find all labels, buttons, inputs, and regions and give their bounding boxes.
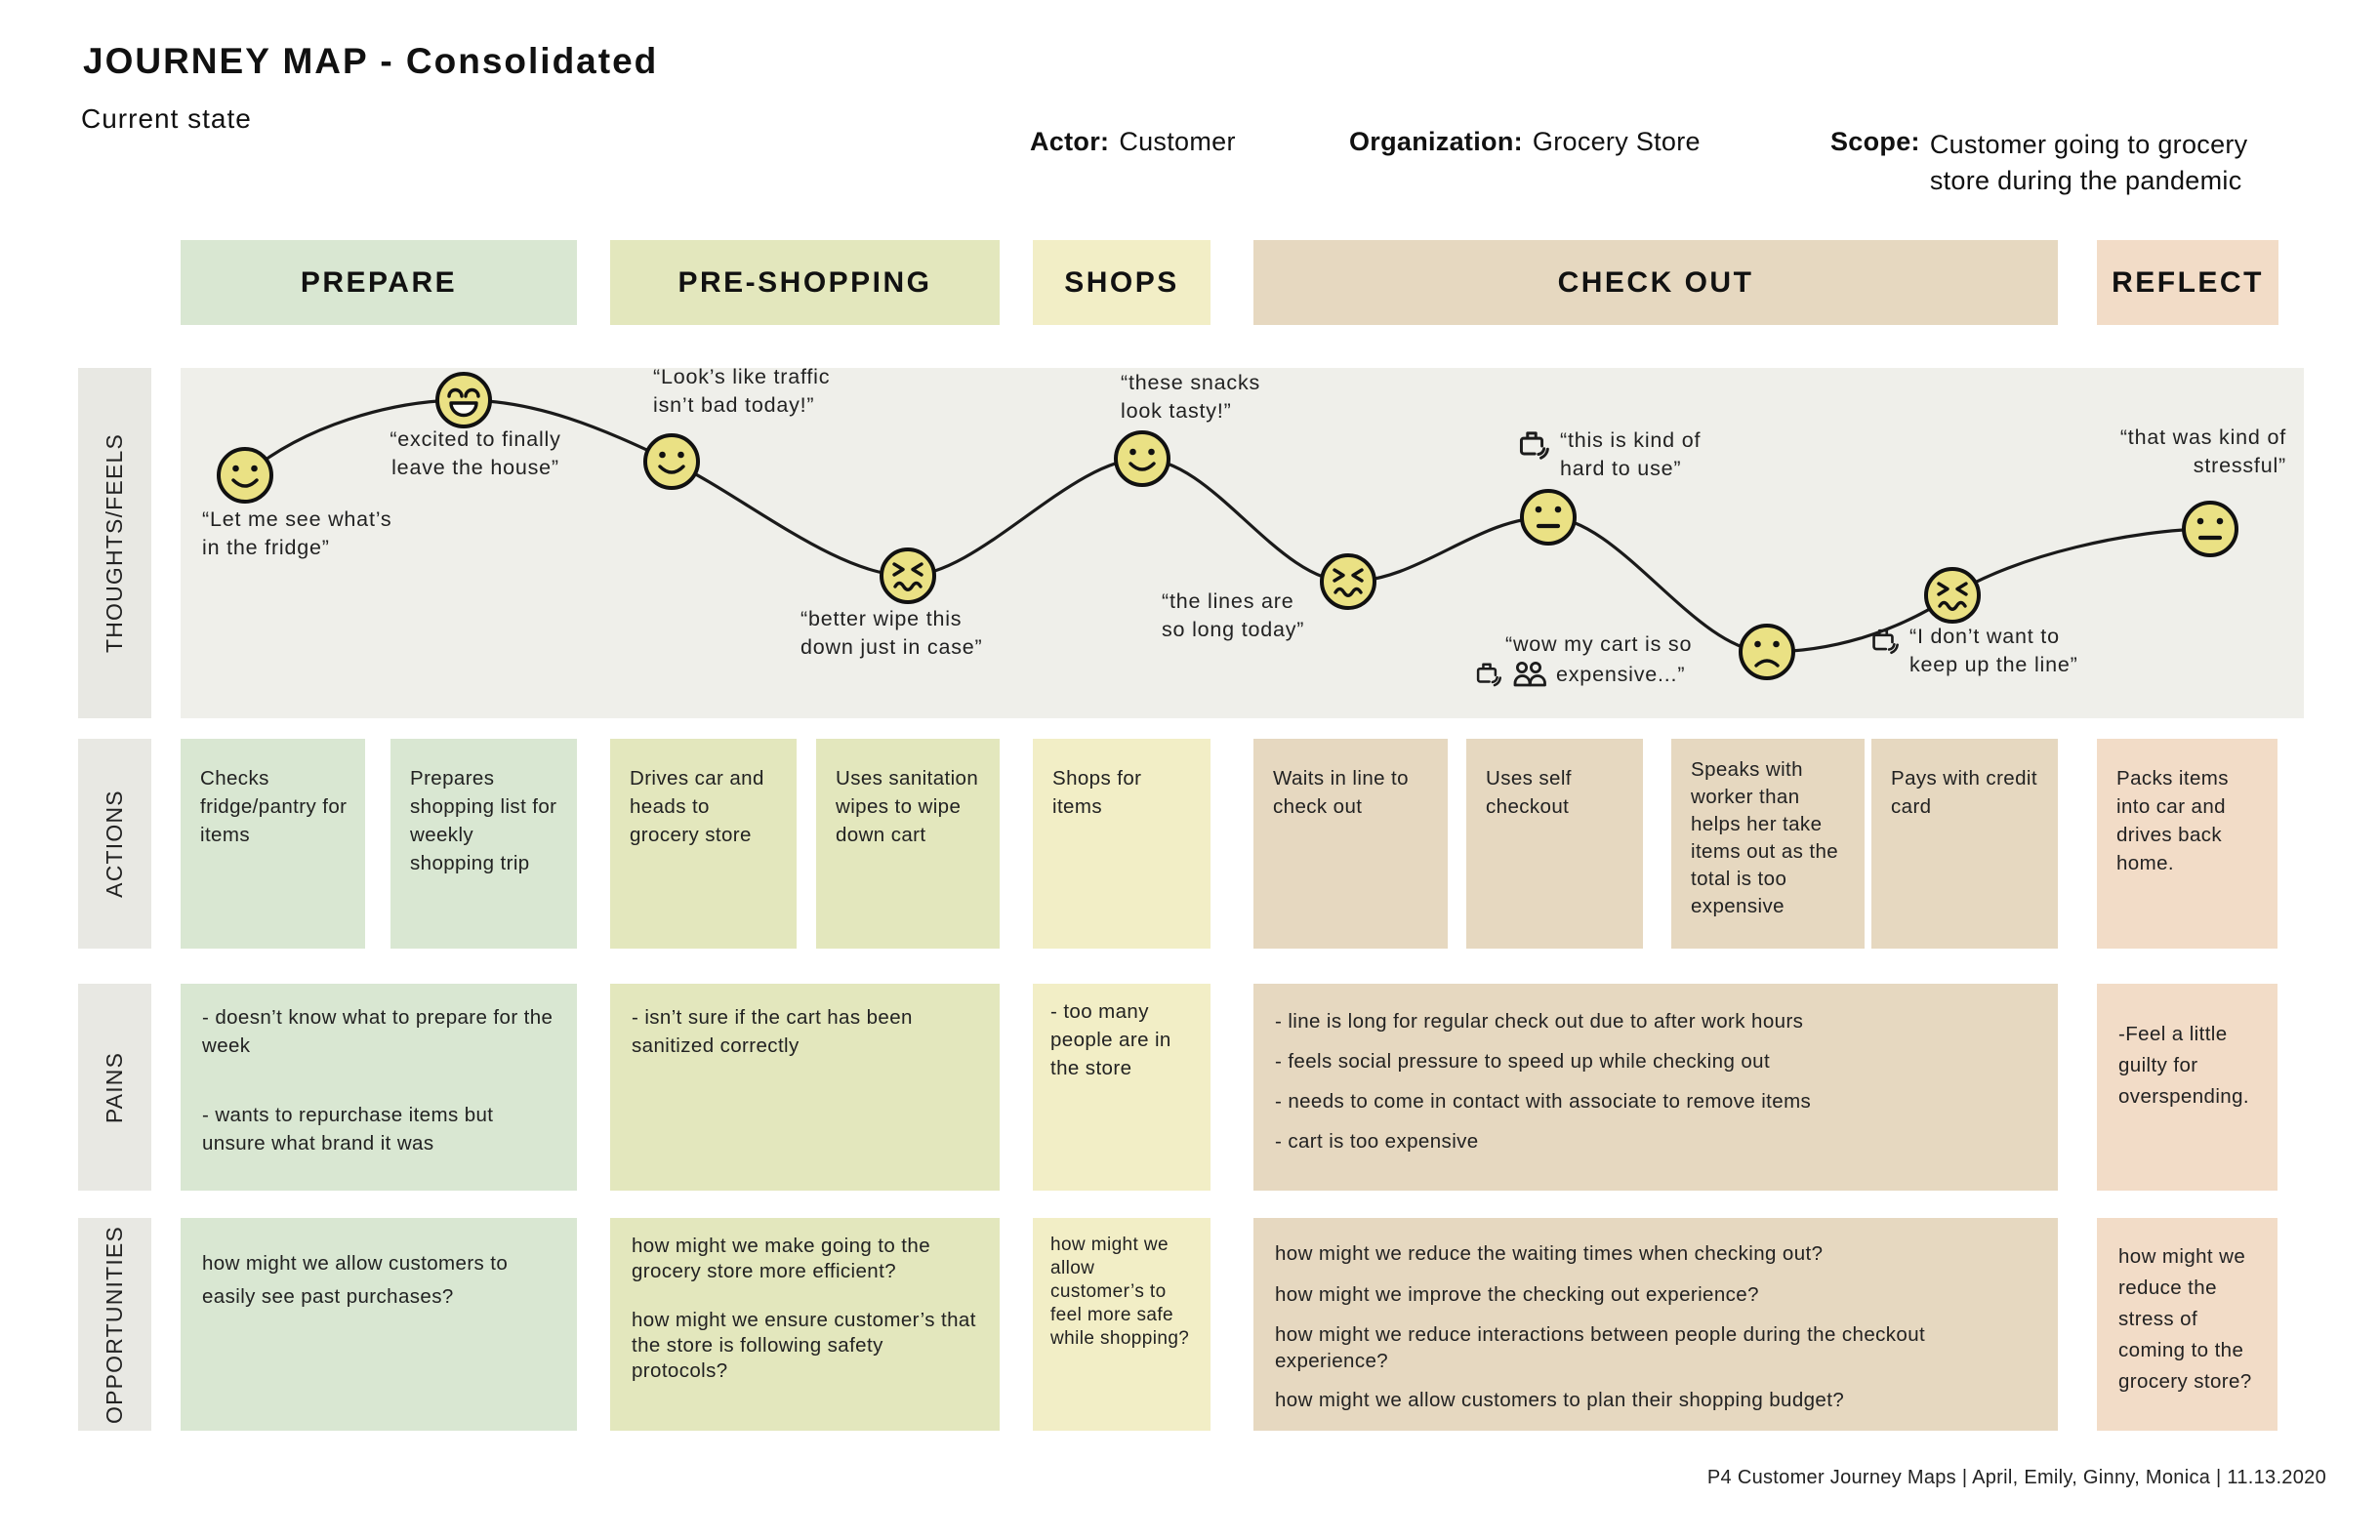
- emotion-face-grimace: [880, 547, 936, 604]
- organization-label: Organization:: [1349, 127, 1523, 156]
- meta-organization: Organization: Grocery Store: [1349, 127, 1701, 157]
- pain-card-prepare: - doesn’t know what to prepare for the w…: [181, 984, 577, 1191]
- pain-card-shops: - too many people are in the store: [1033, 984, 1211, 1191]
- stage-header-check-out: CHECK OUT: [1253, 240, 2058, 325]
- page-subtitle: Current state: [81, 103, 252, 134]
- emotion-face-smile: [1114, 430, 1170, 487]
- stage-header-reflect: REFLECT: [2097, 240, 2278, 325]
- quote-wipe-down: “better wipe this down just in case”: [800, 607, 983, 659]
- emotion-face-smile: [643, 433, 700, 490]
- action-card: Pays with credit card: [1871, 739, 2058, 949]
- self-checkout-icon: [1519, 431, 1549, 460]
- stage-header-label: PRE-SHOPPING: [677, 265, 932, 299]
- action-card: Prepares shopping list for weekly shoppi…: [390, 739, 577, 949]
- stage-header-prepare: PREPARE: [181, 240, 577, 325]
- meta-actor: Actor: Customer: [1030, 127, 1236, 157]
- quote-lines-long: “the lines are so long today”: [1162, 589, 1305, 641]
- stage-header-label: SHOPS: [1064, 265, 1179, 299]
- action-card: Drives car and heads to grocery store: [610, 739, 797, 949]
- self-checkout-icon: [1476, 663, 1502, 687]
- quote-excited: “excited to finally leave the house”: [390, 427, 561, 479]
- quote-stressful: “that was kind of stressful”: [2119, 426, 2286, 477]
- opportunity-card-shops: how might we allow customer’s to feel mo…: [1033, 1218, 1211, 1431]
- quote-fridge: “Let me see what’s in the fridge”: [202, 507, 392, 559]
- emotion-face-grimace: [1924, 567, 1981, 624]
- meta-scope: Scope: Customer going to grocery store d…: [1830, 127, 2311, 199]
- action-card: Uses self checkout: [1466, 739, 1643, 949]
- thoughts-feels-band: [181, 368, 2304, 718]
- emotion-face-grimace: [1320, 553, 1376, 610]
- action-card: Uses sanitation wipes to wipe down cart: [816, 739, 1000, 949]
- emotion-face-neutral: [2182, 501, 2238, 557]
- emotion-face-neutral: [1520, 489, 1577, 546]
- stage-header-label: CHECK OUT: [1557, 265, 1754, 299]
- quote-traffic: “Look’s like traffic isn’t bad today!”: [653, 365, 831, 417]
- action-card: Waits in line to check out: [1253, 739, 1448, 949]
- stage-header-label: PREPARE: [300, 265, 458, 299]
- emotion-face-smile: [217, 447, 273, 504]
- self-checkout-icon: [1872, 628, 1899, 655]
- quote-keep-up-line: “I don’t want to keep up the line”: [1867, 623, 2078, 679]
- opportunity-card-pre-shopping: how might we make going to the grocery s…: [610, 1218, 1000, 1431]
- people-icon: [1513, 662, 1546, 687]
- action-card: Packs items into car and drives back hom…: [2097, 739, 2277, 949]
- opportunity-card-check-out: how might we reduce the waiting times wh…: [1253, 1218, 2058, 1431]
- actor-label: Actor:: [1030, 127, 1110, 156]
- emotion-journey-chart: [217, 372, 2238, 680]
- action-card: Speaks with worker than helps her take i…: [1671, 739, 1865, 949]
- stage-header-shops: SHOPS: [1033, 240, 1211, 325]
- action-card: Shops for items: [1033, 739, 1211, 949]
- quote-text: “this is kind of hard to use”: [1560, 428, 1702, 480]
- row-label-thoughts-feels: THOUGHTS/FEELS: [78, 368, 151, 718]
- quote-cart-expensive: “wow my cart is so expensive...”: [1470, 630, 1692, 690]
- actor-value: Customer: [1119, 127, 1236, 156]
- row-label-actions: ACTIONS: [78, 739, 151, 949]
- row-label-opportunities: OPPORTUNITIES: [78, 1218, 151, 1431]
- quote-snacks: “these snacks look tasty!”: [1121, 371, 1261, 423]
- pain-card-check-out: - line is long for regular check out due…: [1253, 984, 2058, 1191]
- scope-label: Scope:: [1830, 127, 1920, 156]
- emotion-face-sad: [1739, 624, 1795, 680]
- stage-header-pre-shopping: PRE-SHOPPING: [610, 240, 1000, 325]
- opportunity-card-prepare: how might we allow customers to easily s…: [181, 1218, 577, 1431]
- quote-text: “I don’t want to keep up the line”: [1909, 625, 2078, 676]
- opportunity-card-reflect: how might we reduce the stress of coming…: [2097, 1218, 2277, 1431]
- organization-value: Grocery Store: [1532, 127, 1701, 156]
- row-label-pains: PAINS: [78, 984, 151, 1191]
- action-card: Checks fridge/pantry for items: [181, 739, 365, 949]
- journey-line: [243, 398, 2211, 654]
- page-title: JOURNEY MAP - Consolidated: [83, 41, 659, 81]
- pain-card-reflect: -Feel a little guilty for overspending.: [2097, 984, 2277, 1191]
- emotion-face-grin: [435, 372, 492, 428]
- quote-hard-to-use: “this is kind of hard to use”: [1513, 426, 1701, 483]
- pain-card-pre-shopping: - isn’t sure if the cart has been saniti…: [610, 984, 1000, 1191]
- footer-credits: P4 Customer Journey Maps | April, Emily,…: [1706, 1467, 2326, 1488]
- stage-header-label: REFLECT: [2112, 265, 2264, 299]
- scope-value: Customer going to grocery store during t…: [1929, 130, 2248, 195]
